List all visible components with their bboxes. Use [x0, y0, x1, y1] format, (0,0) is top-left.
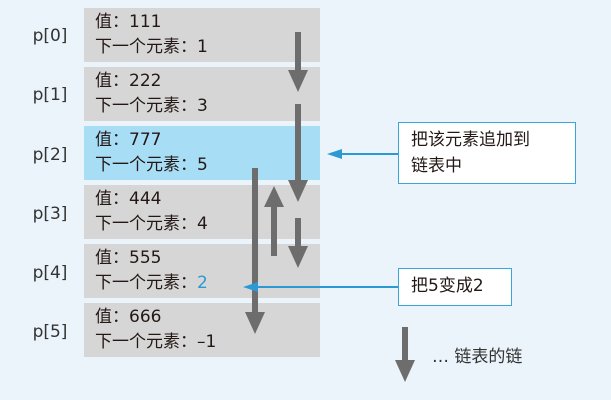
next-index: 3	[197, 96, 208, 116]
node-value: 值：555	[95, 248, 162, 268]
index-label: p[3]	[32, 204, 68, 224]
legend-label: … 链表的链	[432, 347, 523, 367]
next-prefix: 下一个元素：	[95, 155, 197, 175]
chain-arrow	[264, 186, 284, 256]
callout-change: 把5变成2	[398, 268, 512, 306]
next-index: 5	[197, 155, 208, 175]
list-node: 值：222 下一个元素：3	[84, 67, 320, 121]
node-value: 值：111	[95, 12, 162, 32]
chain-arrow	[288, 218, 308, 268]
next-index-changed: 2	[197, 273, 208, 293]
list-node: 值：555 下一个元素：2	[84, 244, 320, 298]
callout-text: 把5变成2	[411, 276, 484, 296]
node-next: 下一个元素：5	[95, 155, 208, 175]
list-node-appended: 值：777 下一个元素：5	[84, 126, 320, 180]
node-next: 下一个元素：1	[95, 37, 208, 57]
index-label: p[4]	[32, 263, 68, 283]
next-prefix: 下一个元素：	[95, 37, 197, 57]
next-index: 4	[197, 214, 208, 234]
index-label: p[5]	[32, 322, 68, 342]
node-next: 下一个元素：4	[95, 214, 208, 234]
callout-append: 把该元素追加到 链表中	[398, 122, 576, 184]
next-prefix: 下一个元素：	[95, 214, 197, 234]
callout-arrow	[327, 149, 398, 159]
index-label: p[1]	[32, 85, 68, 105]
node-next: 下一个元素：2	[95, 273, 208, 293]
node-value: 值：777	[95, 130, 162, 150]
node-value: 值：222	[95, 71, 162, 91]
list-node: 值：111 下一个元素：1	[84, 8, 320, 62]
chain-arrow	[245, 168, 265, 334]
index-label: p[2]	[32, 145, 68, 165]
node-next: 下一个元素：–1	[95, 332, 216, 352]
list-node: 值：444 下一个元素：4	[84, 185, 320, 239]
next-prefix: 下一个元素：	[95, 273, 197, 293]
chain-arrow	[288, 32, 308, 92]
callout-line: 链表中	[411, 156, 462, 176]
node-value: 值：444	[95, 189, 162, 209]
index-label: p[0]	[32, 26, 68, 46]
node-next: 下一个元素：3	[95, 96, 208, 116]
next-index: –1	[197, 332, 217, 352]
callout-line: 把该元素追加到	[411, 130, 530, 150]
list-node: 值：666 下一个元素：–1	[84, 303, 320, 357]
next-prefix: 下一个元素：	[95, 332, 197, 352]
node-value: 值：666	[95, 307, 162, 327]
next-prefix: 下一个元素：	[95, 96, 197, 116]
chain-arrow	[288, 104, 308, 202]
callout-arrow	[243, 282, 398, 292]
next-index: 1	[197, 37, 208, 57]
legend-arrow-icon	[395, 327, 415, 382]
